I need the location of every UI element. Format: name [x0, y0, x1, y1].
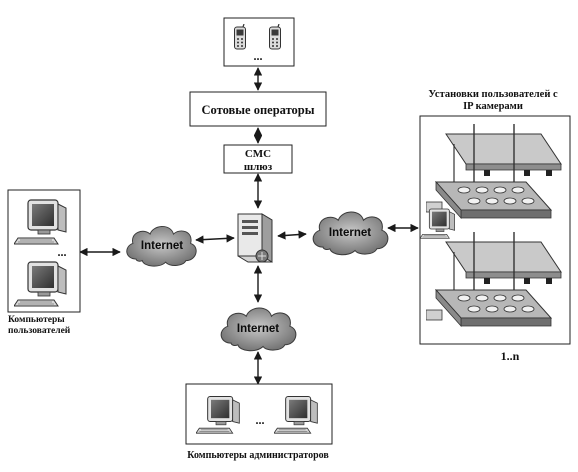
- user-computers-label-line1: Компьютеры: [8, 315, 65, 325]
- internet-cloud-bottom: Internet: [220, 307, 297, 352]
- internet-cloud-left-label: Internet: [141, 240, 183, 252]
- internet-cloud-left: Internet: [126, 225, 197, 267]
- link-leftcloud-server: [195, 234, 235, 244]
- sms-gateway-label-line2: шлюз: [244, 161, 273, 173]
- server-icon: [237, 213, 273, 263]
- ip-camera-title-line1: Установки пользователей с: [428, 89, 558, 100]
- user-computers-ellipsis: ...: [58, 245, 67, 259]
- ip-camera-count-label: 1..n: [501, 349, 520, 363]
- ip-camera-title-line2: IP камерами: [463, 101, 523, 112]
- admin-computers-ellipsis: ...: [256, 413, 265, 427]
- internet-cloud-right: Internet: [312, 211, 389, 256]
- cellular-operators-node: Сотовые операторы: [189, 91, 327, 127]
- link-server-rightcloud: [277, 230, 307, 240]
- admin-computers-group: ... Компьютеры администраторов: [185, 383, 333, 461]
- mobile-phone-icon: [268, 24, 282, 50]
- ip-camera-installations-group: Установки пользователей с IP камерами 1.…: [419, 89, 571, 363]
- mobile-phones-group: ...: [223, 17, 295, 67]
- cellular-operators-label: Сотовые операторы: [201, 103, 314, 117]
- cellular-operators-box: [189, 91, 327, 127]
- sms-gateway-node: СМС шлюз: [223, 144, 293, 174]
- user-computers-group: ... Компьютеры пользователей: [7, 189, 81, 336]
- connection-lines: [79, 67, 419, 385]
- mobile-phone-icon: [233, 24, 247, 50]
- user-computers-label-line2: пользователей: [8, 325, 71, 336]
- internet-cloud-right-label: Internet: [329, 227, 371, 239]
- sms-gateway-box: [223, 144, 293, 174]
- internet-cloud-bottom-label: Internet: [237, 323, 279, 335]
- phones-ellipsis: ...: [254, 49, 263, 63]
- sms-gateway-label-line1: СМС: [245, 148, 271, 160]
- admin-computers-label: Компьютеры администраторов: [187, 450, 329, 461]
